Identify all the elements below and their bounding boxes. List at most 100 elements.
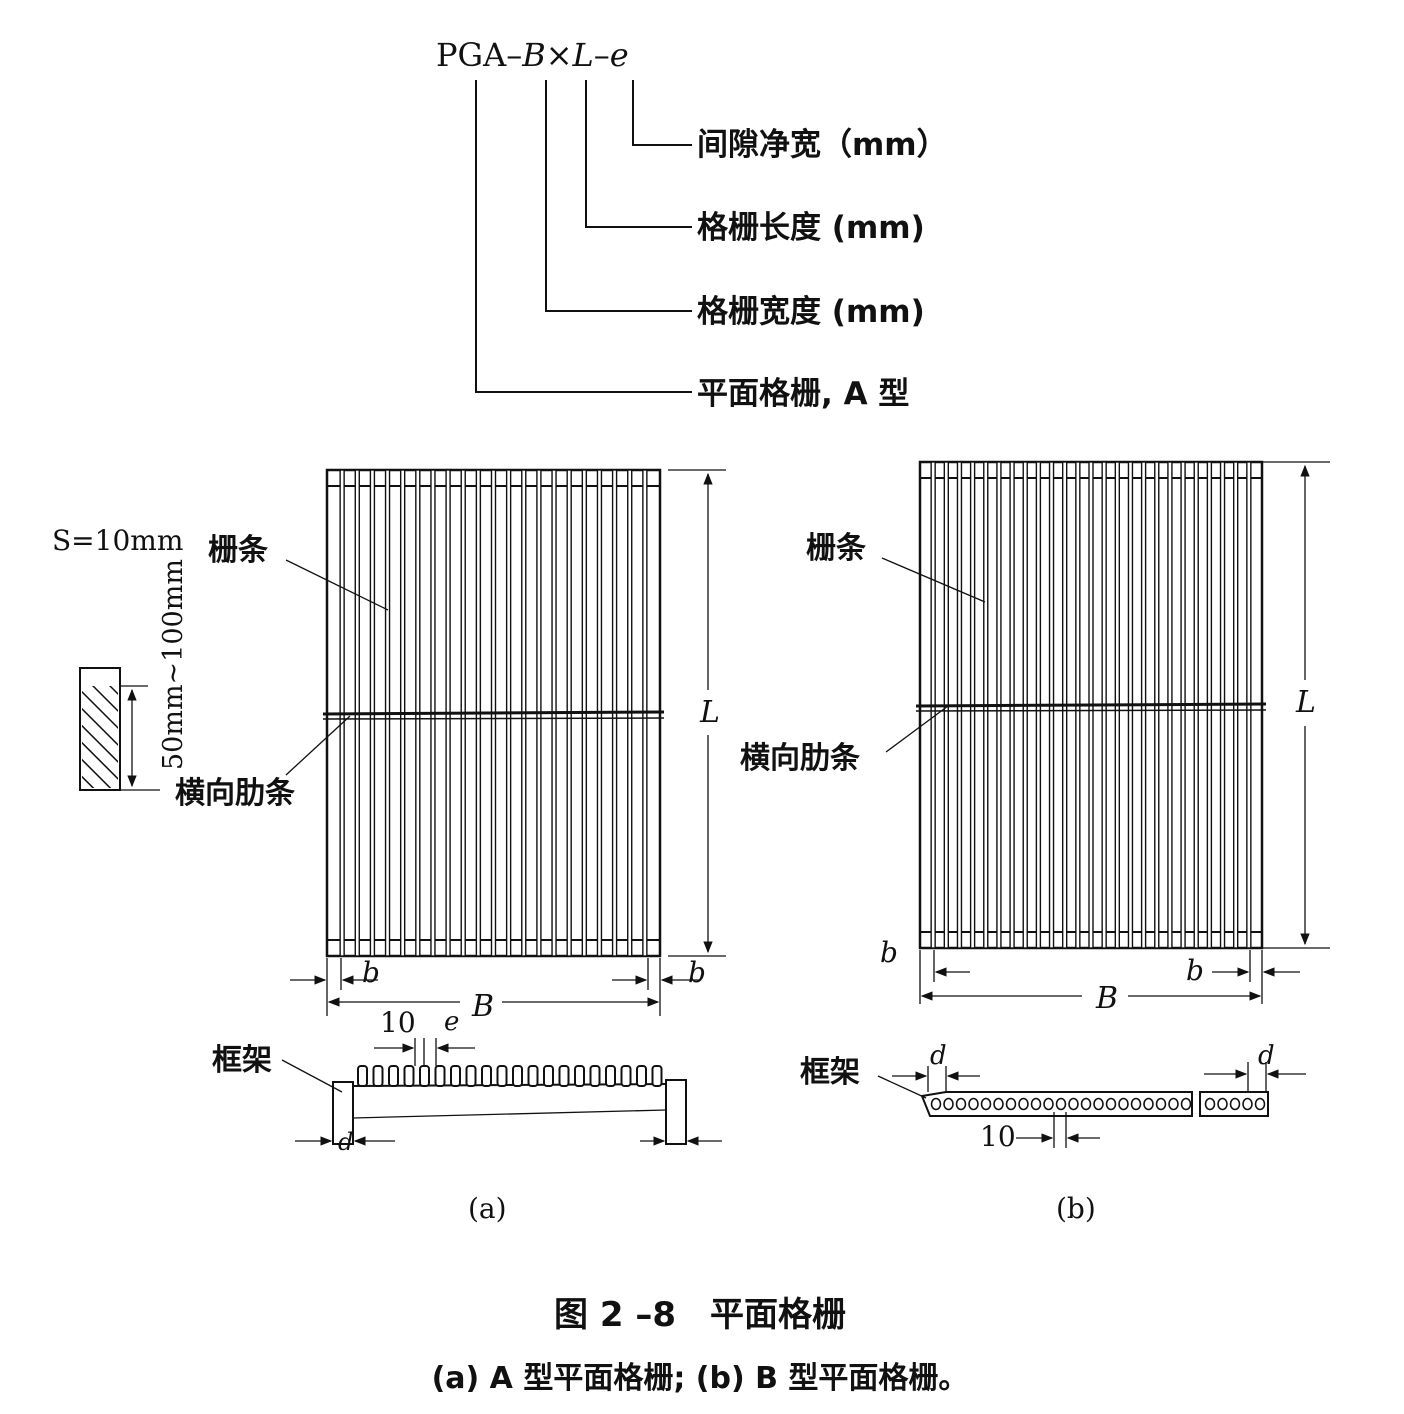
panel-b-length-symbol: L [1295,685,1316,720]
bar-hole [1080,1097,1092,1111]
code-b: B [521,36,546,74]
bar-hole [1093,1097,1104,1111]
hatch-fill [82,686,118,788]
hatched-bar [79,667,121,791]
bar-hole [1018,1097,1029,1111]
code-label-length: 格栅长度 (mm) [697,210,925,246]
panel-b-bar-label: 栅条 [806,531,866,566]
bar-hole [980,1097,992,1111]
code-prefix: PGA– [436,36,522,74]
code-times: × [546,36,573,74]
panel-b-width-symbol: B [1095,981,1118,1016]
bar-hole [1055,1097,1067,1111]
bar-hole [1242,1097,1253,1111]
panel-a-frame-label: 框架 [212,1043,272,1078]
panel-b-margin-right: b [1186,954,1204,987]
bar-tooth [403,1065,415,1087]
panel-a-caption: (a) [468,1192,507,1225]
bar-tooth [434,1065,446,1087]
bar-tooth [481,1065,492,1087]
bar-tooth [589,1065,601,1087]
bar-tooth [558,1065,570,1087]
leader-type [475,80,692,393]
model-code: PGA–B×L–e 间隙净宽（mm） 格栅长度 (mm) 格栅宽度 (mm) 平… [436,36,948,412]
bar-hole [1118,1097,1129,1111]
figure-subtitle: (a) A 型平面格栅; (b) B 型平面格栅。 [432,1361,969,1396]
code-e: e [610,36,629,74]
spacing-label: S=10mm [52,524,183,557]
panel-b-frame-label: 框架 [800,1055,860,1090]
panel-a-pitch: 10 [380,1006,416,1039]
panel-a-frame-symbol: d [338,1128,353,1156]
bar-tooth [651,1065,663,1087]
bar-tooth [512,1065,523,1087]
bar-tooth [450,1065,461,1087]
transverse-rib [915,702,1267,708]
bar-section-detail: S=10mm 50mm~100mm [52,524,189,791]
bar-tooth [388,1065,399,1087]
panel-a-bar-label: 栅条 [208,533,268,568]
bar-hole [1204,1097,1216,1111]
bar-tooth [543,1065,554,1087]
panel-a-length-symbol: L [699,695,720,730]
bar-tooth [574,1065,585,1087]
bar-hole [1254,1097,1266,1111]
svg-text:PGA–B×L–e: PGA–B×L–e [436,36,629,74]
bar-hole [1229,1097,1241,1111]
bar-hole [1143,1097,1154,1111]
bar-hole [1043,1097,1054,1111]
panel-b-caption: (b) [1056,1192,1096,1225]
bar-tooth [372,1065,384,1087]
depth-label: 50mm~100mm [158,559,189,770]
bar-hole [1180,1097,1192,1111]
grating-a [322,468,665,958]
panel-b-pitch: 10 [980,1120,1016,1153]
panel-b: L 栅条 横向肋条 b b B 框架 d d [740,460,1330,1225]
bar-hole [1105,1097,1117,1111]
panel-a-margin-left: b [362,956,380,989]
bar-hole [1155,1097,1167,1111]
code-label-type: 平面格栅, A 型 [697,376,909,412]
leader-width [545,80,692,312]
panel-b-frame-symbol-left: d [930,1041,947,1071]
code-label-width: 格栅宽度 (mm) [697,294,925,330]
code-label-gap: 间隙净宽（mm） [697,127,948,163]
bar-hole [930,1097,942,1111]
bar-hole [1030,1097,1042,1111]
panel-a: L 栅条 横向肋条 b b B 10 e 框架 [175,468,726,1225]
bar-tooth [620,1065,632,1087]
panel-b-margin-left: b [880,936,898,969]
panel-a-rib-label: 横向肋条 [175,776,295,811]
bar-hole [1168,1097,1179,1111]
leader-gap [632,80,692,146]
transverse-rib [322,710,665,716]
bar-hole [1068,1097,1079,1111]
bar-tooth [636,1065,647,1087]
code-l: L [572,36,594,74]
grating-b [915,460,1267,950]
bar-tooth [496,1065,508,1087]
bar-hole [993,1097,1004,1111]
panel-b-frame-symbol-right: d [1258,1041,1275,1071]
bar-tooth [605,1065,616,1087]
bar-tooth [357,1065,368,1087]
bar-hole [968,1097,979,1111]
bar-hole [1005,1097,1017,1111]
panel-b-frame-section [920,1091,1269,1117]
bar-hole [1217,1097,1228,1111]
bar-hole [943,1097,954,1111]
bar-tooth [527,1065,539,1087]
bar-hole [955,1097,967,1111]
bar-hole [1130,1097,1142,1111]
bar-tooth [419,1065,430,1087]
leader-length [585,80,692,228]
panel-a-margin-right: b [688,956,706,989]
panel-b-rib-label: 横向肋条 [740,741,860,776]
panel-a-gap-symbol: e [444,1007,459,1037]
code-dash: – [594,36,610,74]
panel-a-width-symbol: B [471,989,494,1024]
panel-a-frame-section [332,1065,687,1145]
figure-title: 图 2 –8 平面格栅 [554,1295,846,1335]
bar-tooth [465,1065,477,1087]
